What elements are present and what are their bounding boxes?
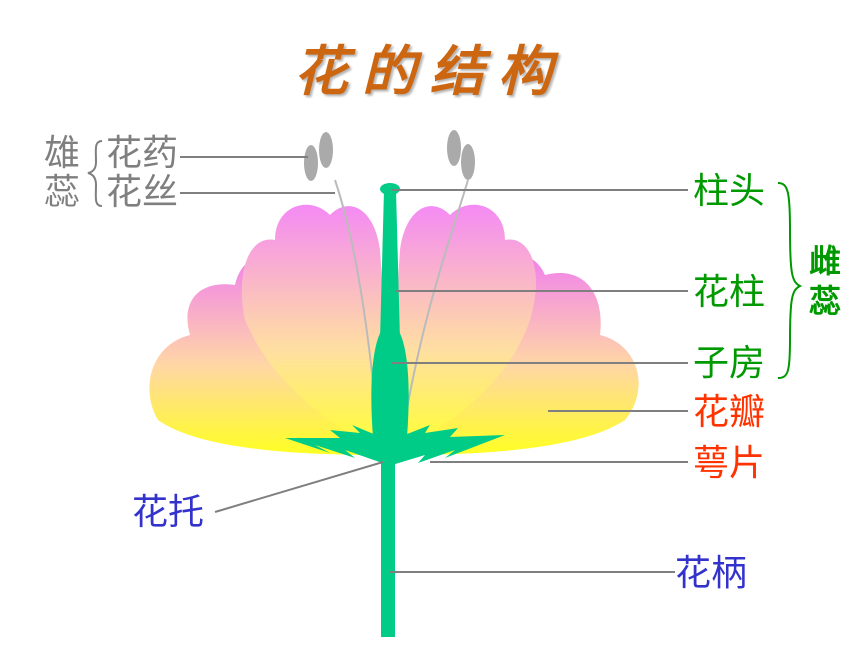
anther-left-a (319, 132, 333, 168)
pistil-group-char-1: 雌 (808, 242, 841, 280)
label-pedicel: 花柄 (675, 553, 748, 594)
anther-left-b (304, 145, 318, 181)
label-stigma: 柱头 (693, 171, 766, 212)
stamen-group-char-2: 蕊 (44, 172, 81, 213)
anther-right-b (461, 144, 475, 180)
pistil-brace (777, 182, 803, 379)
style (380, 190, 400, 340)
leader-receptacle (214, 461, 384, 513)
ovary (371, 322, 409, 458)
sepal-right (392, 425, 505, 465)
label-ovary: 子房 (693, 343, 766, 384)
petal-right-inner (392, 204, 536, 450)
label-petal: 花瓣 (693, 392, 766, 433)
label-style: 花柱 (693, 272, 766, 313)
petal-left-inner (241, 204, 388, 450)
page-title: 花的结构 (294, 40, 566, 103)
anther-right-a (447, 130, 461, 166)
stamen-brace (87, 140, 103, 207)
stamen-group-char-1: 雄 (44, 133, 81, 174)
stem (381, 455, 395, 637)
label-anther: 花药 (106, 133, 179, 174)
label-sepal: 萼片 (693, 443, 766, 484)
pistil-group-char-2: 蕊 (808, 282, 841, 320)
sepal-left (285, 425, 388, 465)
label-filament: 花丝 (106, 172, 179, 213)
stigma (380, 183, 400, 195)
label-receptacle: 花托 (132, 492, 205, 533)
